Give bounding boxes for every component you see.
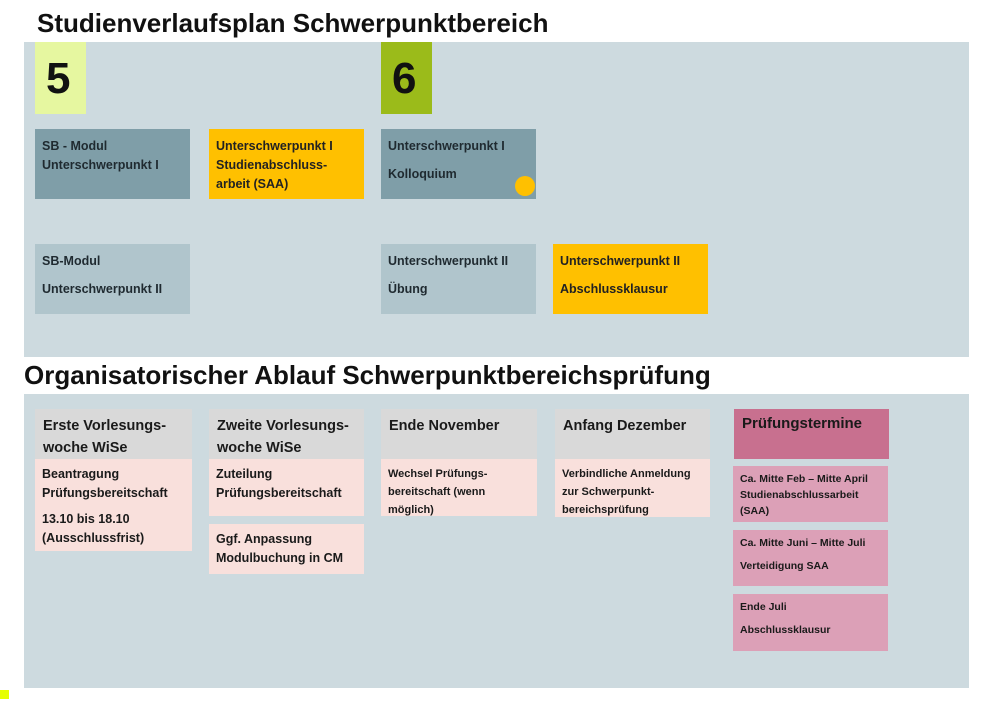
plan-title: Studienverlaufsplan Schwerpunktbereich: [37, 8, 549, 38]
column-header: Zweite Vorlesungs- woche WiSe: [209, 409, 364, 459]
semester-6-badge: 6: [381, 42, 432, 114]
step-line: bereichsprüfung: [562, 504, 649, 516]
exam-line: (SAA): [740, 505, 770, 517]
step-box: Ggf. Anpassung Modulbuchung in CM: [209, 524, 364, 574]
exam-line: Abschlussklausur: [740, 624, 831, 636]
module-line: Abschlussklausur: [560, 282, 668, 296]
exam-line: Ca. Mitte Feb – Mitte April: [740, 473, 868, 485]
step-box: Zuteilung Prüfungsbereitschaft: [209, 459, 364, 516]
module-line: Unterschwerpunkt II: [388, 254, 509, 268]
module-line: SB-Modul: [42, 254, 101, 268]
step-box: Beantragung Prüfungsbereitschaft 13.10 b…: [35, 459, 192, 551]
step-line: möglich): [388, 504, 434, 516]
module-line: SB - Modul: [42, 139, 108, 153]
exam-date-box: Ca. Mitte Feb – Mitte April Studienabsch…: [733, 466, 888, 522]
exam-line: Studienabschlussarbeit: [740, 489, 859, 501]
module-sb-usp2: SB-Modul Unterschwerpunkt II: [35, 244, 190, 314]
exam-line: Verteidigung SAA: [740, 560, 829, 572]
module-line: Übung: [388, 282, 428, 296]
exam-dot-icon: [515, 176, 535, 196]
module-usp2-klausur: Unterschwerpunkt II Abschlussklausur: [553, 244, 708, 314]
module-line: Kolloquium: [388, 167, 457, 181]
module-sb-usp1: SB - Modul Unterschwerpunkt I: [35, 129, 190, 199]
module-line: Studienabschluss-: [216, 158, 328, 172]
column-header: Ende November: [381, 409, 537, 459]
step-line: (Ausschlussfrist): [42, 531, 145, 545]
step-line: zur Schwerpunkt-: [562, 486, 655, 498]
column-header: Anfang Dezember: [555, 409, 710, 459]
step-box: Wechsel Prüfungs- bereitschaft (wenn mög…: [381, 459, 537, 516]
exam-date-box: Ende Juli Abschlussklausur: [733, 594, 888, 651]
exam-line: Ende Juli: [740, 601, 787, 613]
header-line: Ende November: [389, 418, 500, 434]
column-header: Erste Vorlesungs- woche WiSe: [35, 409, 192, 459]
header-line: woche WiSe: [43, 440, 128, 456]
pruefungstermine-header: Prüfungstermine: [734, 409, 889, 459]
semester-5-badge: 5: [35, 42, 86, 114]
exam-date-box: Ca. Mitte Juni – Mitte Juli Verteidigung…: [733, 530, 888, 586]
step-line: 13.10 bis 18.10: [42, 512, 130, 526]
module-line: Unterschwerpunkt II: [42, 282, 163, 296]
step-line: Prüfungsbereitschaft: [216, 486, 342, 500]
module-usp1-kolloquium: Unterschwerpunkt I Kolloquium: [381, 129, 536, 199]
step-line: Prüfungsbereitschaft: [42, 486, 168, 500]
step-line: Modulbuchung in CM: [216, 551, 344, 565]
module-line: Unterschwerpunkt I: [388, 139, 505, 153]
module-usp2-uebung: Unterschwerpunkt II Übung: [381, 244, 536, 314]
module-line: Unterschwerpunkt I: [216, 139, 333, 153]
header-line: Zweite Vorlesungs-: [217, 418, 349, 434]
ablauf-title: Organisatorischer Ablauf Schwerpunktbere…: [24, 360, 711, 390]
module-line: Unterschwerpunkt II: [560, 254, 681, 268]
step-line: Ggf. Anpassung: [216, 532, 313, 546]
module-usp1-saa: Unterschwerpunkt I Studienabschluss- arb…: [209, 129, 364, 199]
step-line: Beantragung: [42, 467, 120, 481]
step-line: bereitschaft (wenn: [388, 486, 486, 498]
module-line: Unterschwerpunkt I: [42, 158, 159, 172]
module-line: arbeit (SAA): [216, 177, 289, 191]
header-line: Anfang Dezember: [563, 418, 687, 434]
step-line: Zuteilung: [216, 467, 273, 481]
step-box: Verbindliche Anmeldung zur Schwerpunkt- …: [555, 459, 710, 517]
step-line: Verbindliche Anmeldung: [562, 468, 691, 480]
exam-line: Ca. Mitte Juni – Mitte Juli: [740, 537, 866, 549]
marker-square: [0, 690, 9, 699]
header-line: woche WiSe: [217, 440, 302, 456]
header-line: Erste Vorlesungs-: [43, 418, 167, 434]
step-line: Wechsel Prüfungs-: [388, 468, 488, 480]
